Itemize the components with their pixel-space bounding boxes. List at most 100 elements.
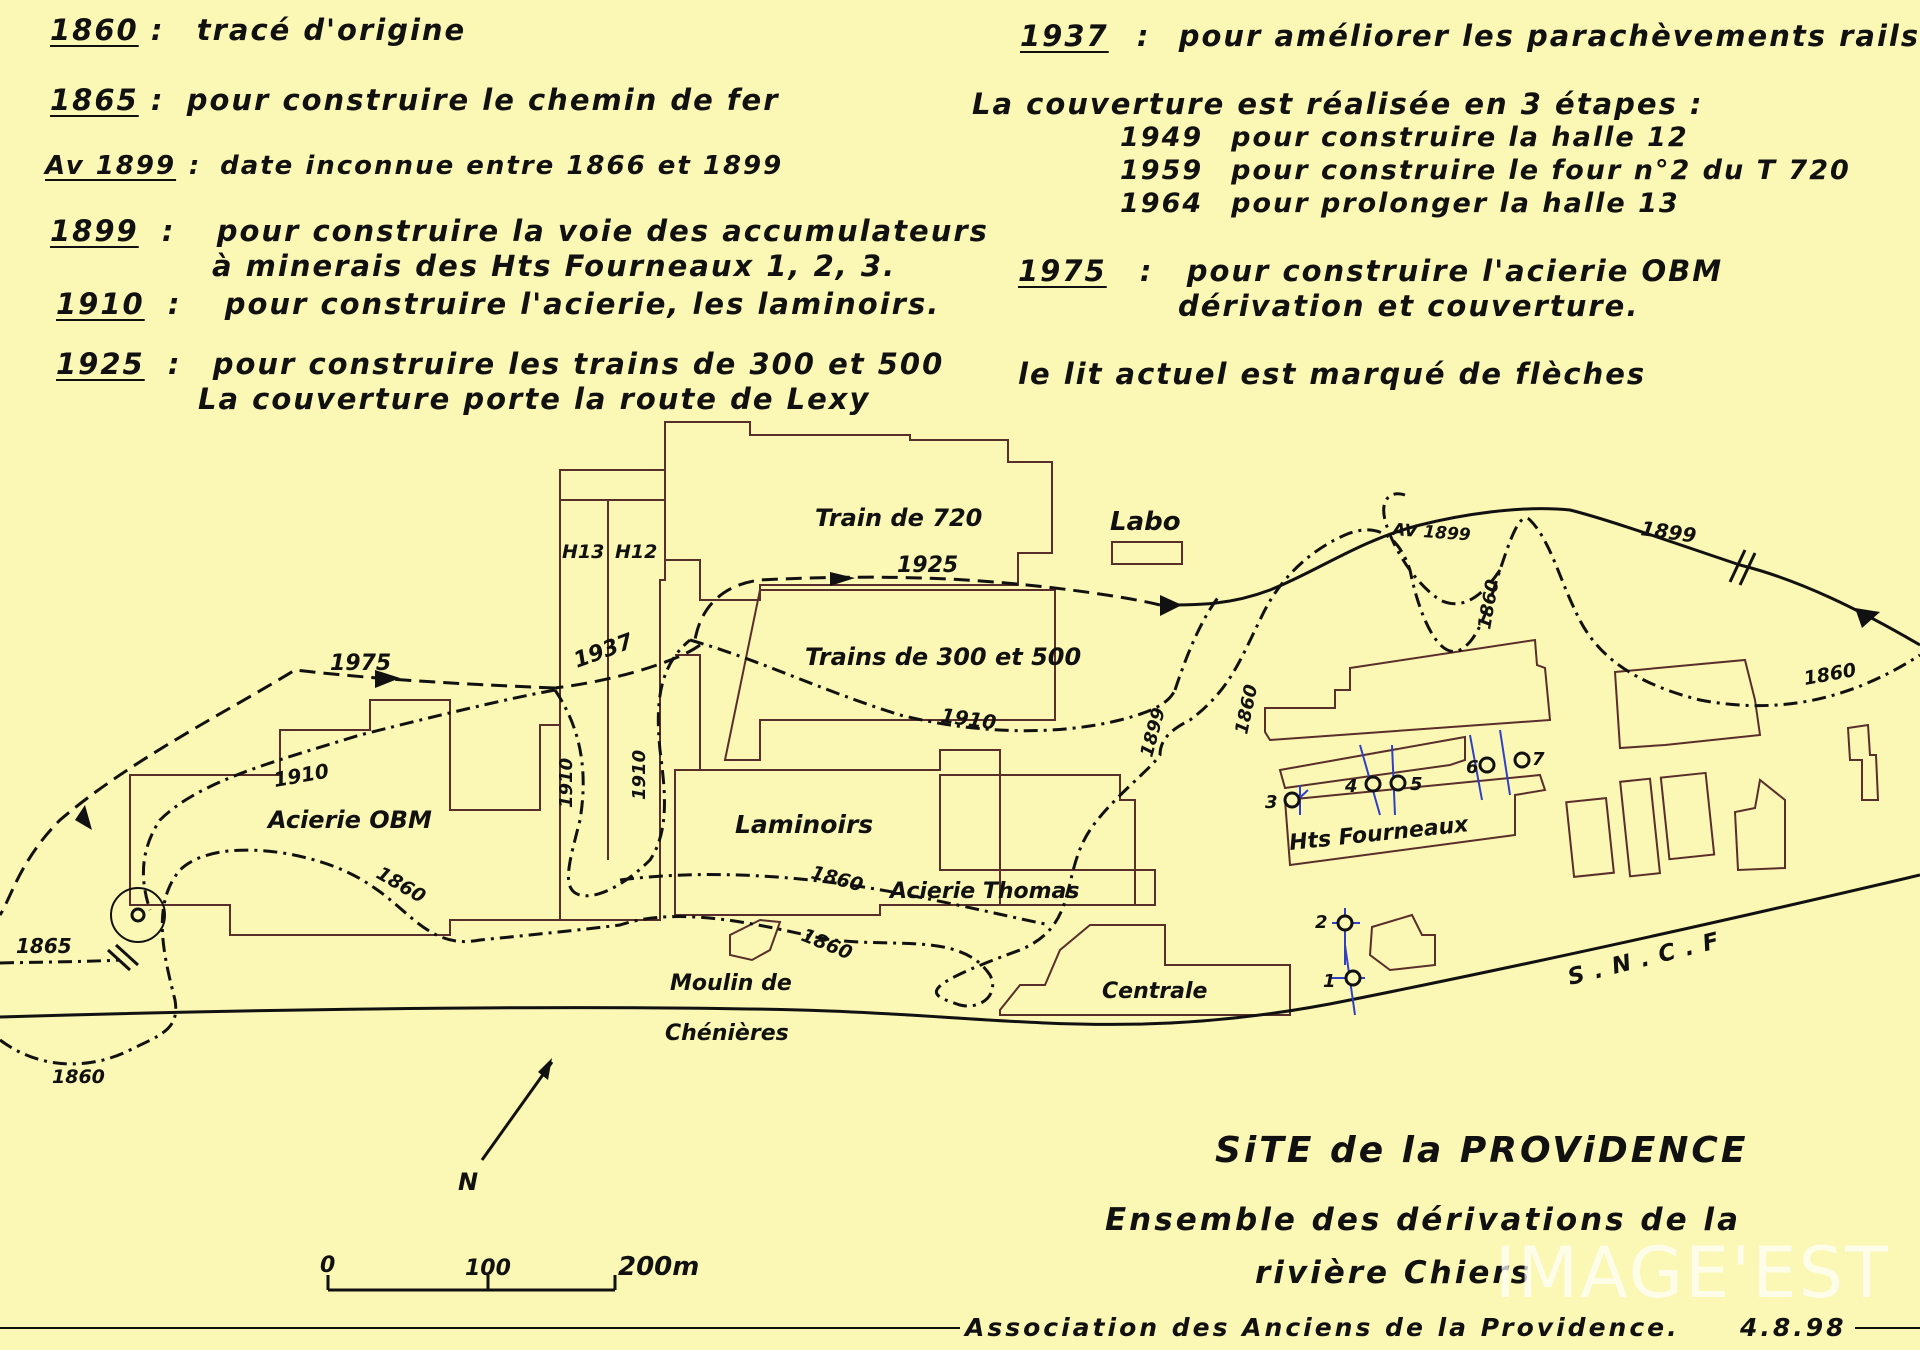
legend-year: 1865 xyxy=(50,83,139,117)
route-label-1860-left: 1860 xyxy=(52,1066,105,1088)
route-1910-obm xyxy=(141,688,556,911)
legend-year: 1975 xyxy=(1018,254,1107,288)
route-1899-current xyxy=(1159,507,1920,647)
scale-label-200: 200m xyxy=(618,1252,699,1282)
furnace-6 xyxy=(1478,756,1496,774)
building-laminoirs xyxy=(674,749,1156,916)
label-chenieres: Chénières xyxy=(665,1021,789,1046)
route-label-1925: 1925 xyxy=(897,553,958,578)
route-1975 xyxy=(0,668,556,916)
route-label-1860-laminoirs: 1860 xyxy=(809,862,866,897)
label-trains-300-500: Trains de 300 et 500 xyxy=(805,643,1081,671)
label-centrale: Centrale xyxy=(1102,979,1207,1004)
legend-year: Av 1899 xyxy=(45,151,177,181)
furnace-2 xyxy=(1336,914,1354,932)
furnace-3 xyxy=(1283,791,1301,809)
route-label-1860-hf-west: 1860 xyxy=(1231,683,1262,736)
label-sncf: S.N.C.F xyxy=(1565,926,1731,991)
furnace-number-2: 2 xyxy=(1315,912,1328,933)
legend-text: tracé d'origine xyxy=(196,13,467,47)
route-label-1910-h12: 1910 xyxy=(629,750,650,800)
title-line-1: SiTE de la PROViDENCE xyxy=(1215,1130,1749,1171)
legend-text: à minerais des Hts Fourneaux 1, 2, 3. xyxy=(212,249,897,283)
legend-text: pour prolonger la halle 13 xyxy=(1231,188,1680,219)
furnace-1 xyxy=(1344,969,1362,987)
legend-text: pour construire les trains de 300 et 500 xyxy=(212,347,945,381)
legend-text: pour améliorer les parachèvements rails xyxy=(1178,19,1920,53)
legend-year: 1899 xyxy=(50,214,139,248)
building-hall-mid xyxy=(1278,735,1466,790)
building-train-720 xyxy=(664,421,1053,601)
route-label-av1899: AV 1899 xyxy=(1390,520,1472,546)
arrow-1975-b xyxy=(75,805,92,830)
building-east-2 xyxy=(1733,778,1786,872)
route-label-1899-top: 1899 xyxy=(1639,516,1698,548)
legend-text: pour construire l'acierie, les laminoirs… xyxy=(224,287,941,321)
route-label-1860-east: 1860 xyxy=(1802,659,1858,690)
legend-text: date inconnue entre 1866 et 1899 xyxy=(220,151,784,181)
legend-text: pour construire le chemin de fer xyxy=(186,83,780,117)
legend-1925-line2: La couverture porte la route de Lexy xyxy=(198,383,870,415)
label-h12: H12 xyxy=(615,541,657,563)
legend-1910: 1910:pour construire l'acierie, les lami… xyxy=(56,287,941,321)
route-label-1860-moulin: 1860 xyxy=(798,924,855,964)
legend-text: La couverture porte la route de Lexy xyxy=(198,382,871,416)
legend-1860: 1860:tracé d'origine xyxy=(50,13,467,47)
legend-1899-line2: à minerais des Hts Fourneaux 1, 2, 3. xyxy=(212,250,896,282)
label-acierie-thomas: Acierie Thomas xyxy=(888,879,1079,904)
route-1910-halls xyxy=(553,638,691,898)
route-1925 xyxy=(693,575,1161,641)
building-halls-h13-h12 xyxy=(559,469,666,921)
building-east-3 xyxy=(1565,797,1615,878)
route-1865 xyxy=(0,958,121,965)
scale-bar xyxy=(326,1275,617,1292)
label-h13: H13 xyxy=(562,541,604,563)
furnace-number-4: 4 xyxy=(1344,776,1358,797)
legend-couverture-intro: La couverture est réalisée en 3 étapes : xyxy=(972,88,1704,120)
railway-sncf-line xyxy=(0,873,1920,1026)
gasometer-outer xyxy=(110,887,166,943)
building-acierie-obm xyxy=(129,699,561,936)
route-1860 xyxy=(0,516,1920,1066)
route-label-1975: 1975 xyxy=(330,651,391,676)
building-hall-lower xyxy=(1264,638,1552,742)
credit-date: 4.8.98 xyxy=(1740,1313,1847,1342)
legend-note: le lit actuel est marqué de flèches xyxy=(1018,358,1646,390)
arrow-1899 xyxy=(1855,608,1880,628)
route-label-1910-h13: 1910 xyxy=(556,758,577,808)
legend-1975: 1975:pour construire l'acierie OBM xyxy=(1018,254,1724,288)
furnace-number-3: 3 xyxy=(1265,792,1278,813)
north-arrow-head xyxy=(538,1058,552,1080)
route-label-1860-obm: 1860 xyxy=(373,862,430,907)
furnace-circles xyxy=(1283,751,1531,987)
cut-mark-1865 xyxy=(114,943,140,967)
furnace-4 xyxy=(1364,775,1382,793)
legend-year: 1949 xyxy=(1120,122,1204,153)
label-laminoirs: Laminoirs xyxy=(735,810,873,839)
gasometer-inner xyxy=(130,907,146,923)
label-hauts-fourneaux: Hts Fourneaux xyxy=(1288,812,1470,856)
furnace-7 xyxy=(1513,751,1531,769)
cut-mark-1899 xyxy=(1738,552,1757,586)
building-moulin xyxy=(729,918,782,962)
building-east-4 xyxy=(1619,777,1662,878)
arrow-1925 xyxy=(830,572,855,586)
north-arrow-shaft xyxy=(480,1061,554,1161)
legend-text: pour construire le four n°2 du T 720 xyxy=(1231,155,1851,186)
watermark: IMAGE'EST xyxy=(1495,1232,1890,1314)
furnace-number-7: 7 xyxy=(1532,749,1545,770)
legend-1937: 1937:pour améliorer les parachèvements r… xyxy=(1020,19,1920,53)
route-1899-accu xyxy=(1173,594,1222,691)
title-line-3: rivière Chiers xyxy=(1255,1255,1533,1291)
buildings xyxy=(129,421,1880,1016)
route-1910-trains xyxy=(689,638,1177,733)
legend-text: le lit actuel est marqué de flèches xyxy=(1018,357,1647,391)
furnace-number-6: 6 xyxy=(1466,757,1479,778)
scale-label-100: 100 xyxy=(465,1256,511,1281)
legend-1865: 1865:pour construire le chemin de fer xyxy=(50,83,780,117)
label-acierie-obm: Acierie OBM xyxy=(266,806,432,834)
legend-year: 1925 xyxy=(56,347,145,381)
